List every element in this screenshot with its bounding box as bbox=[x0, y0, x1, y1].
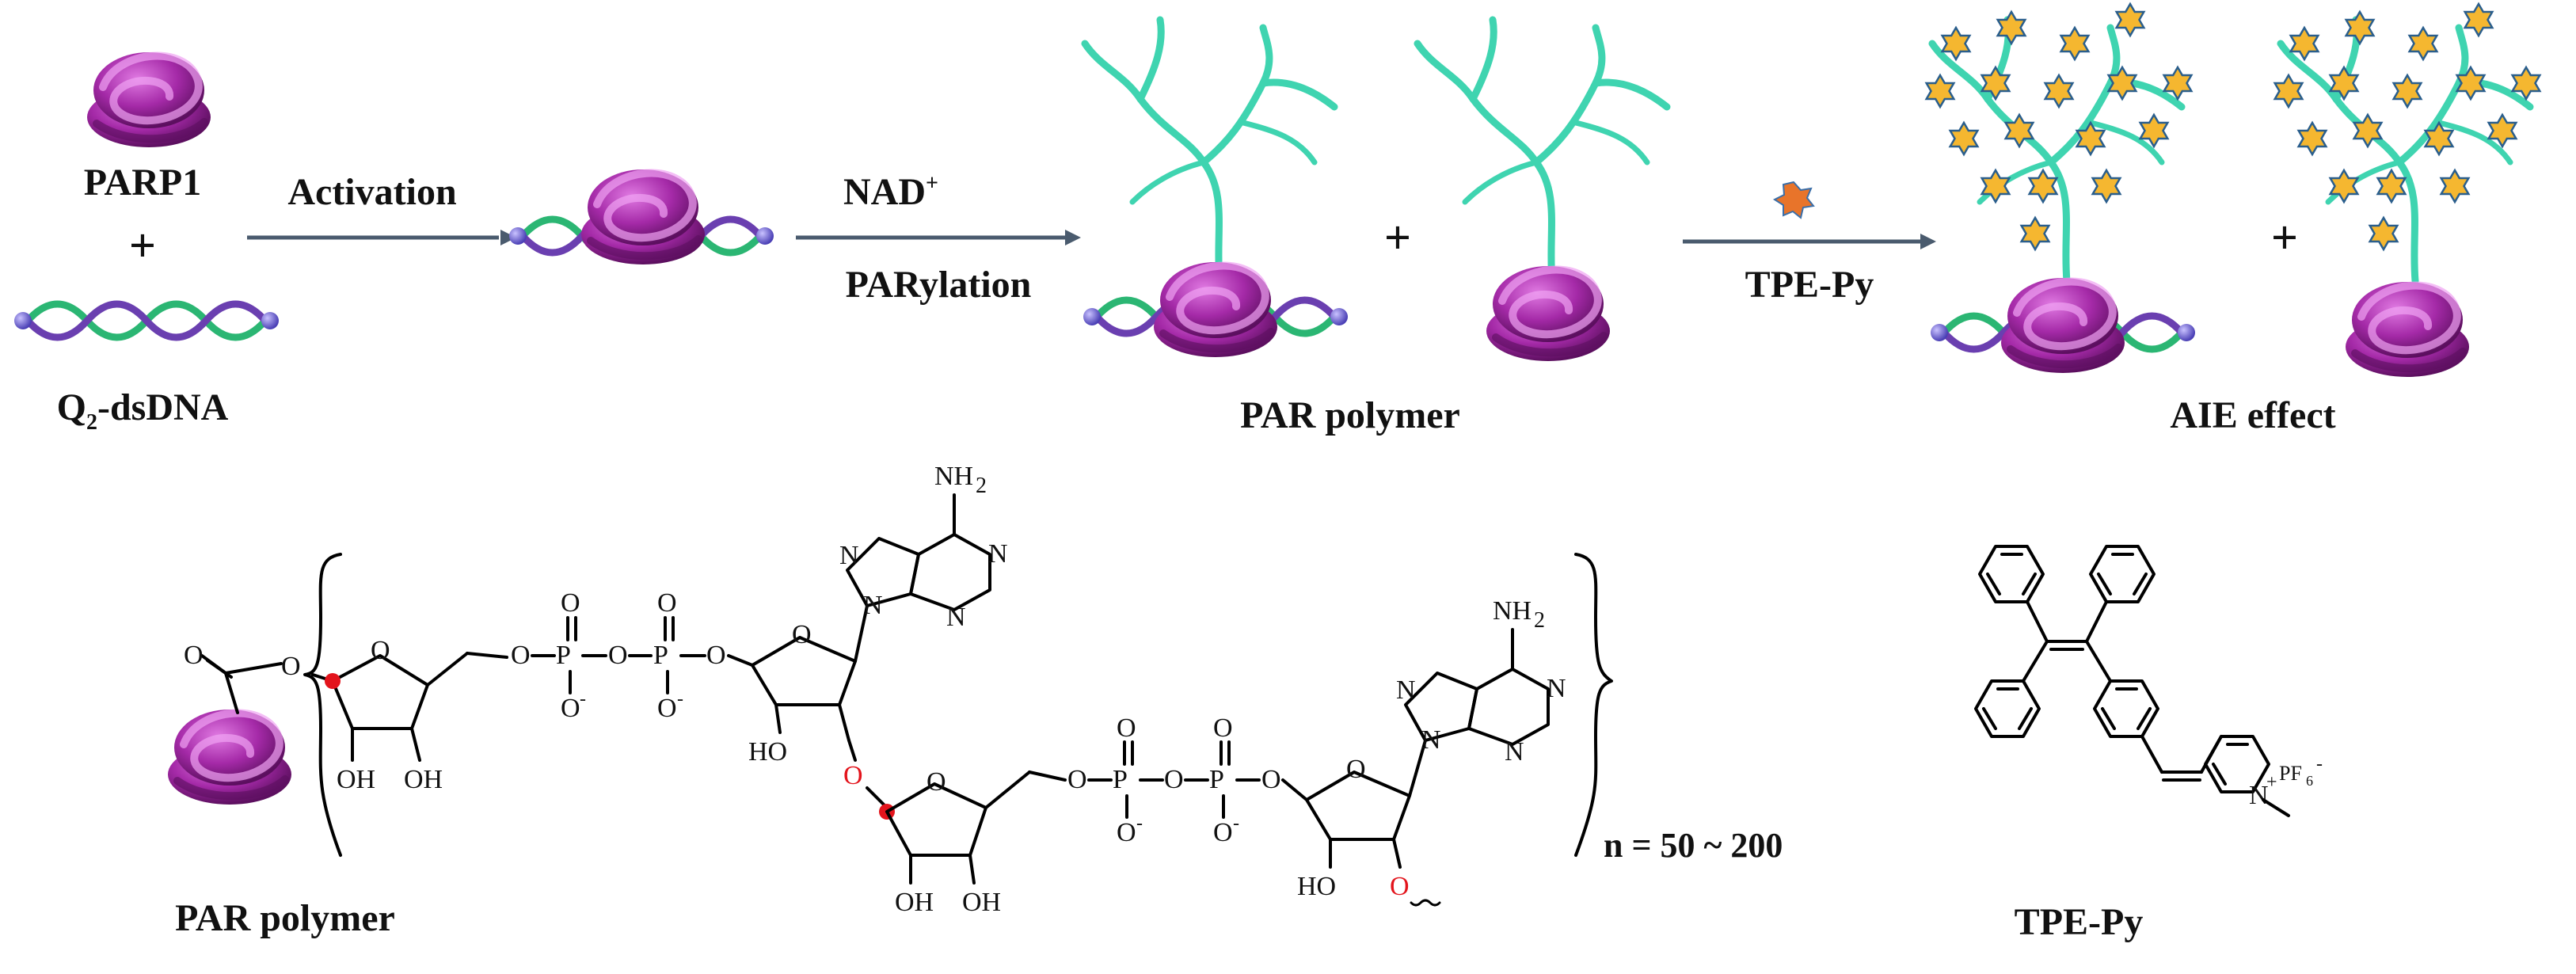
tpe-py-molecule-icon bbox=[1772, 181, 1815, 219]
parp1-protein-icon bbox=[87, 52, 211, 147]
svg-text:O: O bbox=[281, 652, 301, 681]
svg-text:OH: OH bbox=[895, 888, 934, 917]
svg-text:HO: HO bbox=[1297, 872, 1336, 901]
svg-text:O: O bbox=[657, 694, 677, 723]
repeat-right-bracket bbox=[1574, 553, 1613, 857]
svg-text:PF: PF bbox=[2279, 762, 2302, 785]
aie-complex bbox=[2275, 4, 2540, 377]
svg-text:O: O bbox=[1164, 765, 1184, 794]
svg-text:N: N bbox=[863, 591, 883, 620]
svg-text:O: O bbox=[657, 588, 677, 618]
svg-text:O: O bbox=[1261, 765, 1281, 794]
svg-text:OH: OH bbox=[337, 765, 375, 794]
ribose-1: O OH OH bbox=[311, 636, 508, 794]
aie-plus-sign: + bbox=[2271, 211, 2298, 264]
svg-text:NH: NH bbox=[1493, 596, 1532, 626]
product-par-polymer-label: PAR polymer bbox=[1240, 394, 1460, 436]
aie-effect-label: AIE effect bbox=[2170, 394, 2335, 436]
svg-text:O: O bbox=[561, 588, 580, 618]
reactant-q2-dsdna-label: Q2-dsDNA bbox=[57, 386, 229, 435]
svg-text:O: O bbox=[843, 761, 863, 790]
diphosphate-1: O P O O - O P O O - O bbox=[511, 588, 754, 723]
step-activation-label: Activation bbox=[287, 171, 456, 213]
activation-arrow bbox=[247, 230, 516, 245]
glycosidic-oxygen-link: O bbox=[843, 739, 895, 820]
svg-text:O: O bbox=[1390, 872, 1410, 901]
svg-text:P: P bbox=[1209, 765, 1224, 794]
svg-text:OH: OH bbox=[962, 888, 1001, 917]
svg-text:-: - bbox=[2316, 754, 2323, 774]
svg-text:O: O bbox=[706, 641, 726, 670]
svg-text:O: O bbox=[184, 641, 204, 670]
par-polymer-structure-label: PAR polymer bbox=[175, 897, 395, 939]
svg-text:O: O bbox=[1213, 818, 1233, 847]
svg-text:O: O bbox=[1117, 713, 1136, 743]
svg-text:O: O bbox=[561, 694, 580, 723]
svg-text:NH: NH bbox=[934, 462, 973, 491]
svg-text:N: N bbox=[839, 541, 859, 570]
svg-text:+: + bbox=[2266, 772, 2277, 793]
svg-text:N: N bbox=[1505, 737, 1524, 767]
step-nad-label: NAD+ bbox=[843, 171, 938, 213]
parylation-arrow bbox=[796, 230, 1081, 245]
par-protein-icon bbox=[168, 710, 291, 805]
svg-text:O: O bbox=[608, 641, 628, 670]
reactant-parp1-label: PARP1 bbox=[84, 162, 201, 204]
product-plus-sign: + bbox=[1384, 211, 1411, 264]
activated-parp1-dna-complex bbox=[509, 169, 774, 264]
diphosphate-2: O P O O - O P O O - O bbox=[1067, 713, 1308, 847]
svg-text:O: O bbox=[511, 641, 531, 670]
tpe-py-arrow bbox=[1683, 234, 1936, 249]
svg-text:O: O bbox=[1213, 713, 1233, 743]
svg-text:-: - bbox=[580, 689, 586, 710]
svg-text:-: - bbox=[1136, 813, 1143, 834]
svg-text:O: O bbox=[792, 620, 812, 649]
ribose-2-adenine-1: O HO NH 2 N N N N bbox=[748, 462, 1008, 767]
par-polymer-complex-with-dna bbox=[1083, 20, 1348, 357]
svg-text:2: 2 bbox=[976, 474, 987, 498]
svg-text:N: N bbox=[2249, 781, 2269, 810]
dsdna-helix-icon bbox=[14, 304, 279, 337]
svg-text:P: P bbox=[653, 641, 668, 670]
svg-text:N: N bbox=[1547, 674, 1566, 703]
svg-text:OH: OH bbox=[404, 765, 443, 794]
svg-text:N: N bbox=[1396, 675, 1416, 705]
par-polymer-complex bbox=[1417, 20, 1667, 361]
tpe-py-structure: N + PF 6 - bbox=[1974, 545, 2323, 817]
svg-text:O: O bbox=[371, 636, 390, 665]
repeat-left-bracket bbox=[303, 553, 342, 857]
svg-text:-: - bbox=[1233, 813, 1239, 834]
svg-text:P: P bbox=[556, 641, 571, 670]
tpe-py-structure-label: TPE-Py bbox=[2015, 901, 2144, 943]
step-parylation-label: PARylation bbox=[846, 264, 1032, 306]
svg-text:O: O bbox=[1067, 765, 1087, 794]
svg-text:N: N bbox=[946, 603, 966, 632]
svg-text:O: O bbox=[1117, 818, 1136, 847]
step-tpe-py-label: TPE-Py bbox=[1745, 264, 1874, 306]
svg-text:O: O bbox=[927, 767, 946, 797]
svg-text:N: N bbox=[1421, 725, 1441, 755]
svg-text:HO: HO bbox=[748, 737, 787, 767]
ester-linkage: O O bbox=[184, 641, 301, 714]
svg-text:P: P bbox=[1113, 765, 1128, 794]
svg-text:2: 2 bbox=[1534, 608, 1545, 633]
svg-text:N: N bbox=[988, 539, 1008, 569]
svg-text:O: O bbox=[1346, 755, 1366, 784]
ribose-3: O OH OH bbox=[885, 767, 1067, 917]
aie-complex-with-dna bbox=[1927, 4, 2195, 373]
svg-text:-: - bbox=[677, 689, 683, 710]
ribose-4-adenine-2: O HO O NH 2 N N N N bbox=[1297, 596, 1566, 907]
reactant-plus-sign: + bbox=[129, 219, 156, 272]
repeat-count-label: n = 50 ~ 200 bbox=[1604, 826, 1783, 865]
svg-text:6: 6 bbox=[2306, 773, 2313, 789]
